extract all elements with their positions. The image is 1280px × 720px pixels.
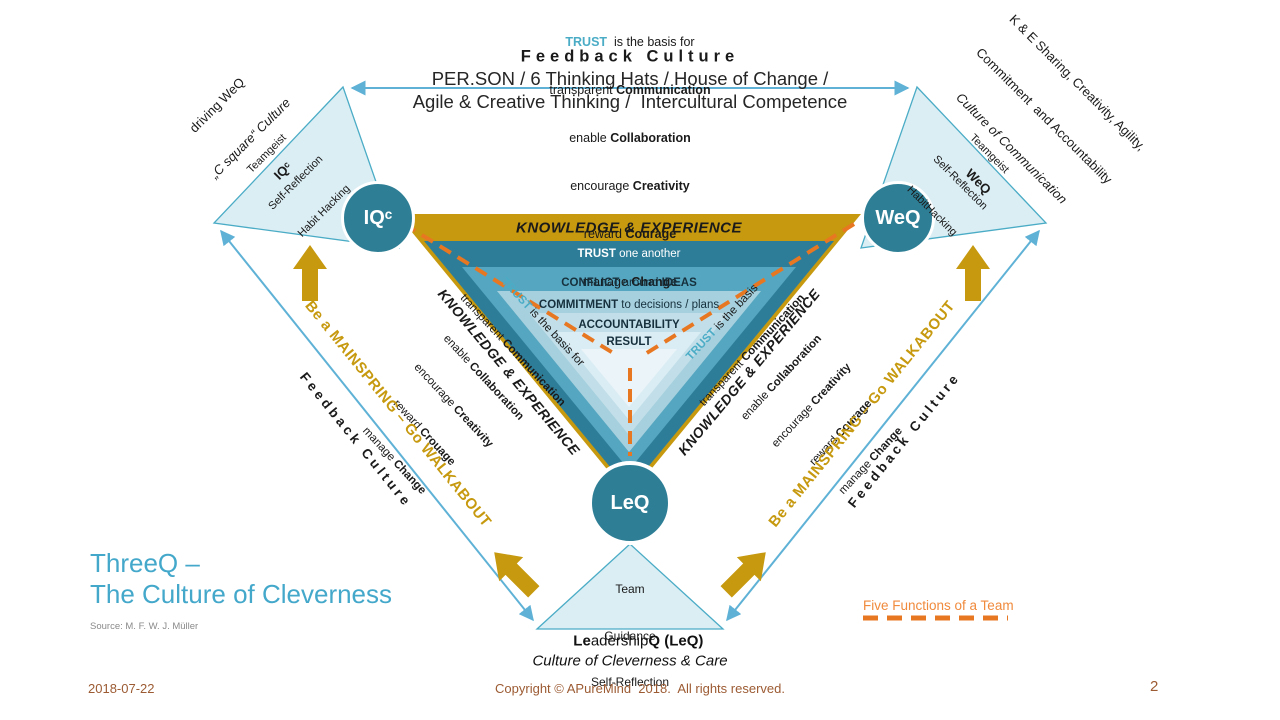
footer-copyright: Copyright © APureMind 2018. All rights r… <box>495 681 785 696</box>
page-number: 2 <box>1150 678 1159 695</box>
pyramid-row-conflict: CONFLICT around IDEAS <box>561 277 697 289</box>
leq-node-label: LeQ <box>610 491 650 514</box>
pyramid-row-trust: TRUST one another <box>577 248 681 260</box>
source-note: Source: M. F. W. J. Müller <box>90 621 199 632</box>
knowledge-band-top-label: KNOWLEDGE & EXPERIENCE <box>515 219 743 237</box>
leq-triangle-label: Team Guidance Self-Reflection Profession… <box>590 582 670 689</box>
footer-date: 2018-07-22 <box>88 681 155 696</box>
methods-subline-2: Agile & Creative Thinking / Intercultura… <box>412 91 848 112</box>
trust-line: reward Courage <box>583 227 677 241</box>
gold-upleft-arrow-leq <box>494 552 540 598</box>
five-functions-legend-label: Five Functions of a Team <box>863 598 1014 613</box>
weq-node-label: WeQ <box>875 206 921 229</box>
right-diagonal-double-arrow <box>726 229 1040 622</box>
five-functions-dashed-line <box>402 222 856 456</box>
iqc-node-label: IQᶜ <box>363 206 393 229</box>
gold-up-arrow-right <box>956 245 990 301</box>
leadership-caption: LeadershipQ (LeQ) <box>573 632 704 650</box>
trust-line: enable Collaboration <box>569 131 691 145</box>
mainspring-arrows <box>293 245 990 598</box>
trust-line: encourage Creativity <box>570 179 690 193</box>
trust-line: TRUST is the basis for <box>565 35 695 49</box>
trust-line: transparent Communication <box>549 83 711 97</box>
left-diagonal-double-arrow <box>220 229 534 622</box>
trust-block-top: TRUST is the basis for transparent Commu… <box>549 2 710 322</box>
pyramid-row-result: RESULT <box>606 336 652 348</box>
trust-line: manage Change <box>582 275 678 289</box>
gold-up-arrow-left <box>293 245 327 301</box>
feedback-culture-heading: Feedback Culture <box>520 47 740 66</box>
leq-node: LeQ <box>588 461 672 545</box>
cleverness-care-caption: Culture of Cleverness & Care <box>532 652 728 670</box>
gold-upright-arrow-leq <box>720 552 766 598</box>
pyramid-row-commitment: COMMITMENT to decisions / plans <box>538 299 720 311</box>
slide-title: ThreeQ – The Culture of Cleverness <box>90 548 393 609</box>
leq-base-triangle <box>535 543 725 630</box>
pyramid-row-accountability: ACCOUNTABILITY <box>578 319 680 331</box>
